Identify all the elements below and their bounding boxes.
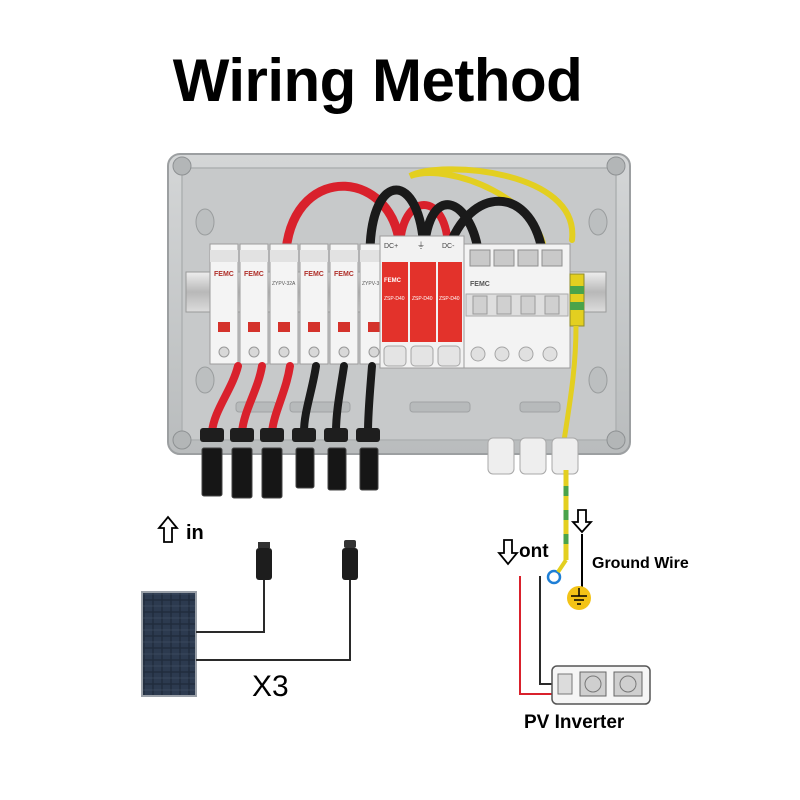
spd-model-label: ZSP-D40 xyxy=(412,296,433,302)
inverter-cables xyxy=(519,576,552,695)
fuse-brand-label: FEMC xyxy=(244,271,264,278)
internal-input-wires xyxy=(208,362,376,436)
screw-top-left xyxy=(172,156,192,176)
surge-protector: DC+ ⏚ DC- FEMC ZSP-D40 ZSP-D40 ZSP-D40 xyxy=(379,235,465,369)
solar-panel-icon xyxy=(141,591,197,697)
fuse-holder xyxy=(269,243,299,365)
input-label: in xyxy=(186,522,204,544)
spd-model-label: ZSP-D40 xyxy=(384,296,405,302)
output-label: ont xyxy=(519,541,549,562)
ground-wire-label: Ground Wire xyxy=(592,555,689,572)
ring-terminal xyxy=(546,569,562,585)
string-count-label: X3 xyxy=(252,670,289,703)
fuse-brand-label: FEMC xyxy=(214,271,234,278)
positive-bridge-wire xyxy=(396,201,452,254)
fuse-model-label: ZYPV-32A xyxy=(362,281,386,287)
mc4-connector-icon xyxy=(256,542,272,580)
spd-marking-dc-minus: DC- xyxy=(442,243,455,250)
panel-cables xyxy=(196,580,351,661)
fuse-model-label: ZYPV-32A xyxy=(272,281,296,287)
spd-marking-ground: ⏚ xyxy=(417,241,425,250)
ground-wire-external xyxy=(546,470,569,585)
mount-hole xyxy=(588,208,608,236)
negative-bridge-wire xyxy=(419,200,483,255)
top-wiring xyxy=(281,166,576,261)
spd-marking-dc-plus: DC+ xyxy=(384,243,398,250)
ground-terminal-block xyxy=(569,273,585,327)
mc4-glands xyxy=(200,428,380,499)
mount-hole xyxy=(588,366,608,394)
fuse-holder xyxy=(329,243,359,365)
dc-circuit-breaker: FEMC xyxy=(463,243,571,369)
fuse-holder xyxy=(239,243,269,365)
output-label-group: ont xyxy=(497,539,549,566)
screw-bottom-left xyxy=(172,430,192,450)
breaker-brand-label: FEMC xyxy=(470,281,490,288)
mount-hole xyxy=(195,366,215,394)
spd-model-label: ZSP-D40 xyxy=(439,296,460,302)
inverter-icon xyxy=(551,665,651,705)
mount-hole xyxy=(195,208,215,236)
spd-brand-label: FEMC xyxy=(384,278,402,284)
input-label-group: in xyxy=(157,515,204,544)
arrow-down-icon xyxy=(570,509,594,534)
screw-bottom-right xyxy=(606,430,626,450)
screw-top-right xyxy=(606,156,626,176)
output-cable-glands xyxy=(487,437,579,475)
negative-bridge-wire xyxy=(365,185,429,255)
fuse-brand-label: FEMC xyxy=(304,271,324,278)
ground-symbol-icon xyxy=(567,586,591,610)
negative-bridge-wire xyxy=(443,196,547,255)
inverter-label: PV Inverter xyxy=(524,712,625,733)
diagram-title: Wiring Method xyxy=(172,47,583,114)
arrow-down-icon xyxy=(497,539,519,566)
fuse-holder xyxy=(299,243,329,365)
mc4-connector-icon xyxy=(342,540,358,580)
arrow-up-icon xyxy=(157,515,179,543)
positive-bridge-wire xyxy=(281,181,405,255)
fuse-holder xyxy=(209,243,239,365)
fuse-brand-label: FEMC xyxy=(334,271,354,278)
